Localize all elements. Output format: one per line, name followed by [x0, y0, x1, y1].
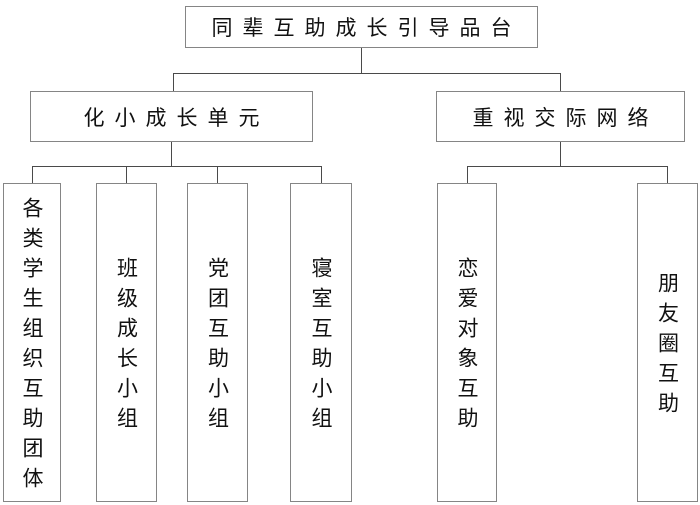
node-label: 化小成长单元 — [83, 105, 270, 130]
node-label: 班级成长小组 — [114, 257, 139, 437]
node-label: 同辈互助成长引导品台 — [211, 16, 522, 40]
node-label: 恋爱对象互助 — [455, 257, 479, 437]
node-class-growth-group: 班级成长小组 — [96, 183, 157, 502]
node-peer-mutual-aid-platform: 同辈互助成长引导品台 — [185, 6, 538, 48]
connector-line — [361, 48, 362, 73]
node-label: 党团互助小组 — [205, 257, 230, 437]
node-label: 朋友圈互助 — [655, 272, 680, 422]
node-small-growth-units: 化小成长单元 — [30, 91, 313, 142]
node-label: 重视交际网络 — [472, 105, 659, 130]
connector-line — [173, 73, 174, 92]
connector-line — [467, 166, 667, 167]
node-dormitory-mutual-aid-group: 寝室互助小组 — [290, 183, 352, 502]
connector-line — [560, 142, 561, 166]
node-friend-circle-mutual-aid: 朋友圈互助 — [637, 183, 698, 502]
node-label: 各类学生组织互助团体 — [20, 197, 44, 497]
connector-line — [173, 73, 561, 74]
connector-line — [667, 166, 668, 183]
connector-line — [171, 142, 172, 166]
connector-line — [32, 166, 33, 183]
connector-line — [560, 73, 561, 92]
connector-line — [467, 166, 468, 183]
node-social-network: 重视交际网络 — [436, 91, 685, 142]
connector-line — [126, 166, 127, 183]
node-party-league-mutual-aid-group: 党团互助小组 — [187, 183, 248, 502]
connector-line — [217, 166, 218, 183]
node-romantic-partner-mutual-aid: 恋爱对象互助 — [437, 183, 497, 502]
connector-line — [32, 166, 321, 167]
node-label: 寝室互助小组 — [309, 257, 333, 437]
connector-line — [321, 166, 322, 183]
node-student-org-mutual-aid-groups: 各类学生组织互助团体 — [3, 183, 61, 502]
